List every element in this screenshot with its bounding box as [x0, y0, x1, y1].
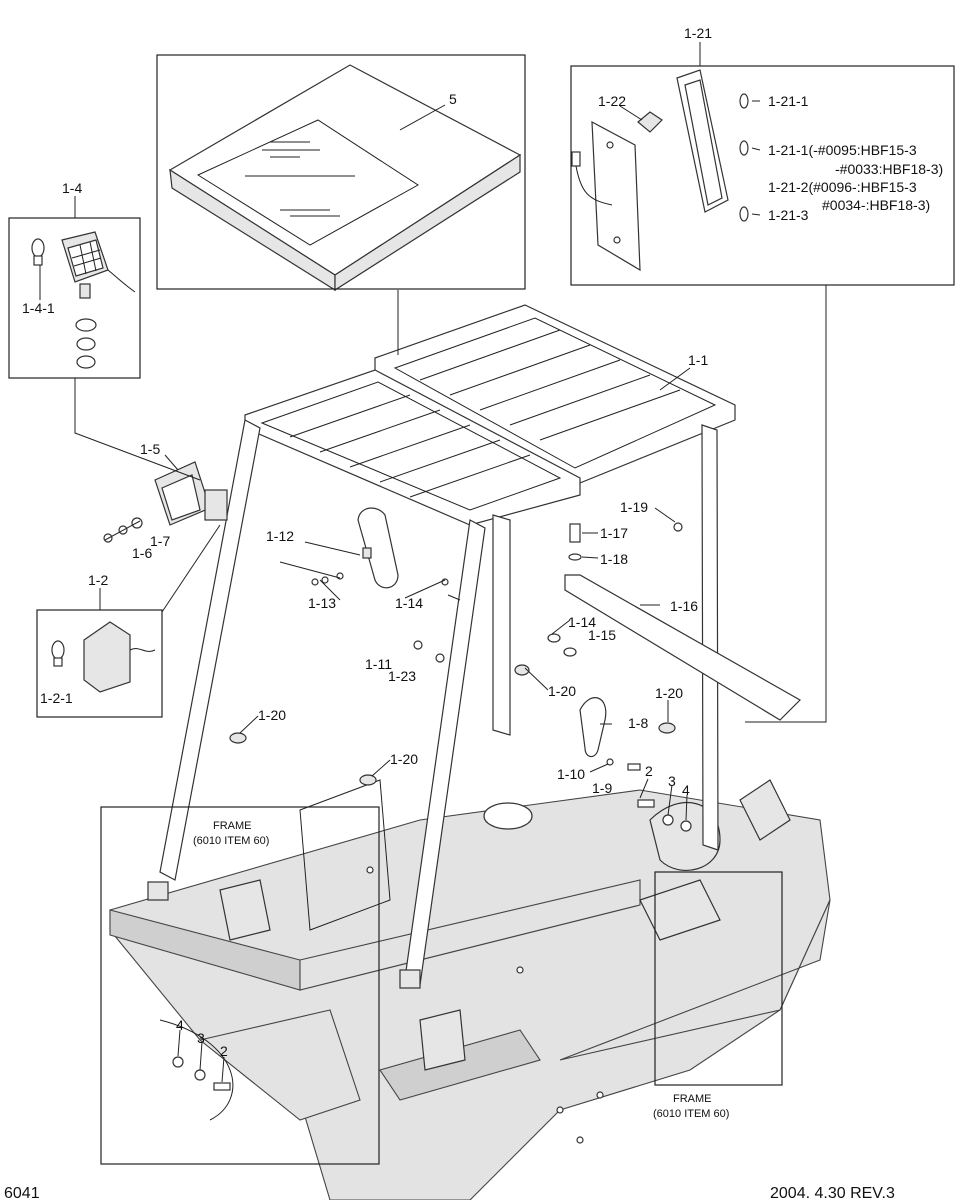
work-lamp-1-4: [31, 231, 136, 369]
label-1-14-lower: 1-14: [568, 614, 596, 630]
label-1-4-1: 1-4-1: [22, 300, 55, 316]
frame-chassis-drawing: [109, 779, 831, 1200]
frame-ref-left: (6010 ITEM 60): [193, 835, 269, 847]
frame-label-left: FRAME: [213, 820, 252, 832]
revision-date: 2004. 4.30 REV.3: [770, 1185, 895, 1200]
label-3-right: 3: [668, 773, 676, 789]
lamp-assembly-1-21: [571, 69, 749, 272]
label-4-right: 4: [682, 782, 690, 798]
label-1-6: 1-6: [132, 545, 152, 561]
roof-panel-part-5: [168, 64, 522, 292]
label-1-10: 1-10: [557, 766, 585, 782]
label-1-9: 1-9: [592, 780, 612, 796]
label-5: 5: [449, 91, 457, 107]
leader-lines: [39, 42, 827, 1083]
label-1-22: 1-22: [598, 93, 626, 109]
label-1-5: 1-5: [140, 441, 160, 457]
label-1-8: 1-8: [628, 715, 648, 731]
label-1-11: 1-11: [365, 656, 392, 672]
label-1-17: 1-17: [600, 525, 628, 541]
label-1-21-2: 1-21-2(#0096-:HBF15-3: [768, 179, 917, 195]
label-3-left: 3: [197, 1030, 205, 1046]
overhead-guard-frame-1-1: [147, 304, 801, 989]
label-1-2: 1-2: [88, 572, 108, 588]
page-footer: 6041 2004. 4.30 REV.3: [4, 1185, 895, 1200]
label-1-1: 1-1: [688, 352, 708, 368]
label-1-20-lower: 1-20: [390, 751, 418, 767]
label-4-left: 4: [176, 1017, 184, 1033]
label-1-21-3: 1-21-3: [768, 207, 809, 223]
label-1-14-upper: 1-14: [395, 595, 423, 611]
page-code: 6041: [4, 1185, 40, 1200]
label-2-right: 2: [645, 763, 653, 779]
label-1-12: 1-12: [266, 528, 294, 544]
frame-callout-text: FRAME (6010 ITEM 60) FRAME (6010 ITEM 60…: [193, 820, 729, 1120]
label-1-4: 1-4: [62, 180, 82, 196]
label-1-21: 1-21: [684, 25, 712, 41]
label-1-7: 1-7: [150, 533, 170, 549]
label-1-20-center: 1-20: [548, 683, 576, 699]
label-2-left: 2: [220, 1043, 228, 1059]
label-1-21-2-variant: #0034-:HBF18-3): [822, 197, 930, 213]
label-1-23: 1-23: [388, 668, 416, 684]
label-1-21-1-variant-b: -#0033:HBF18-3): [835, 161, 943, 177]
frame-ref-right: (6010 ITEM 60): [653, 1108, 729, 1120]
rear-lamp-1-2: [51, 621, 156, 693]
label-1-20-right: 1-20: [655, 685, 683, 701]
hardware-small-parts: [172, 507, 692, 1091]
label-1-21-1: 1-21-1: [768, 93, 809, 109]
label-1-20-left: 1-20: [258, 707, 286, 723]
label-1-21-1-variant: 1-21-1(-#0095:HBF15-3: [768, 142, 917, 158]
label-1-19: 1-19: [620, 499, 648, 515]
label-1-18: 1-18: [600, 551, 628, 567]
label-1-16: 1-16: [670, 598, 698, 614]
label-1-13: 1-13: [308, 595, 336, 611]
part-number-labels: 1-21 1-22 1-21-1 1-21-1(-#0095:HBF15-3 -…: [22, 25, 943, 1059]
label-1-15: 1-15: [588, 627, 616, 643]
label-1-2-1: 1-2-1: [40, 690, 73, 706]
frame-label-right: FRAME: [673, 1093, 712, 1105]
